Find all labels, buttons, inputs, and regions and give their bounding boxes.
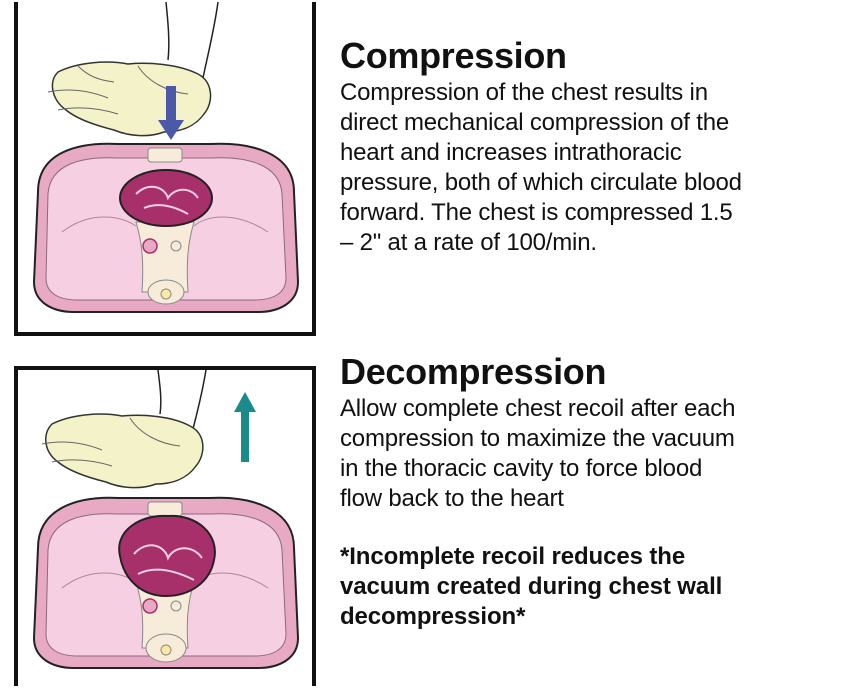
- compression-chest-cross-section: [18, 2, 312, 332]
- chest-icon: [34, 144, 298, 312]
- hands-icon: [48, 62, 211, 136]
- heart-icon: [120, 170, 212, 226]
- heart-icon: [119, 516, 215, 596]
- compression-description: Compression of the chest results in dire…: [340, 78, 850, 258]
- decompression-illustration: [14, 366, 316, 686]
- decompression-chest-cross-section: [18, 370, 312, 686]
- compression-heading: Compression: [340, 36, 850, 76]
- up-arrow-icon: [234, 392, 256, 462]
- incomplete-recoil-note: *Incomplete recoil reduces the vacuum cr…: [340, 542, 850, 632]
- hands-icon: [42, 414, 203, 488]
- decompression-description: Allow complete chest recoil after each c…: [340, 394, 850, 514]
- decompression-section: Decompression Allow complete chest recoi…: [340, 352, 850, 632]
- compression-section: Compression Compression of the chest res…: [340, 36, 850, 258]
- compression-illustration: [14, 2, 316, 336]
- decompression-heading: Decompression: [340, 352, 850, 392]
